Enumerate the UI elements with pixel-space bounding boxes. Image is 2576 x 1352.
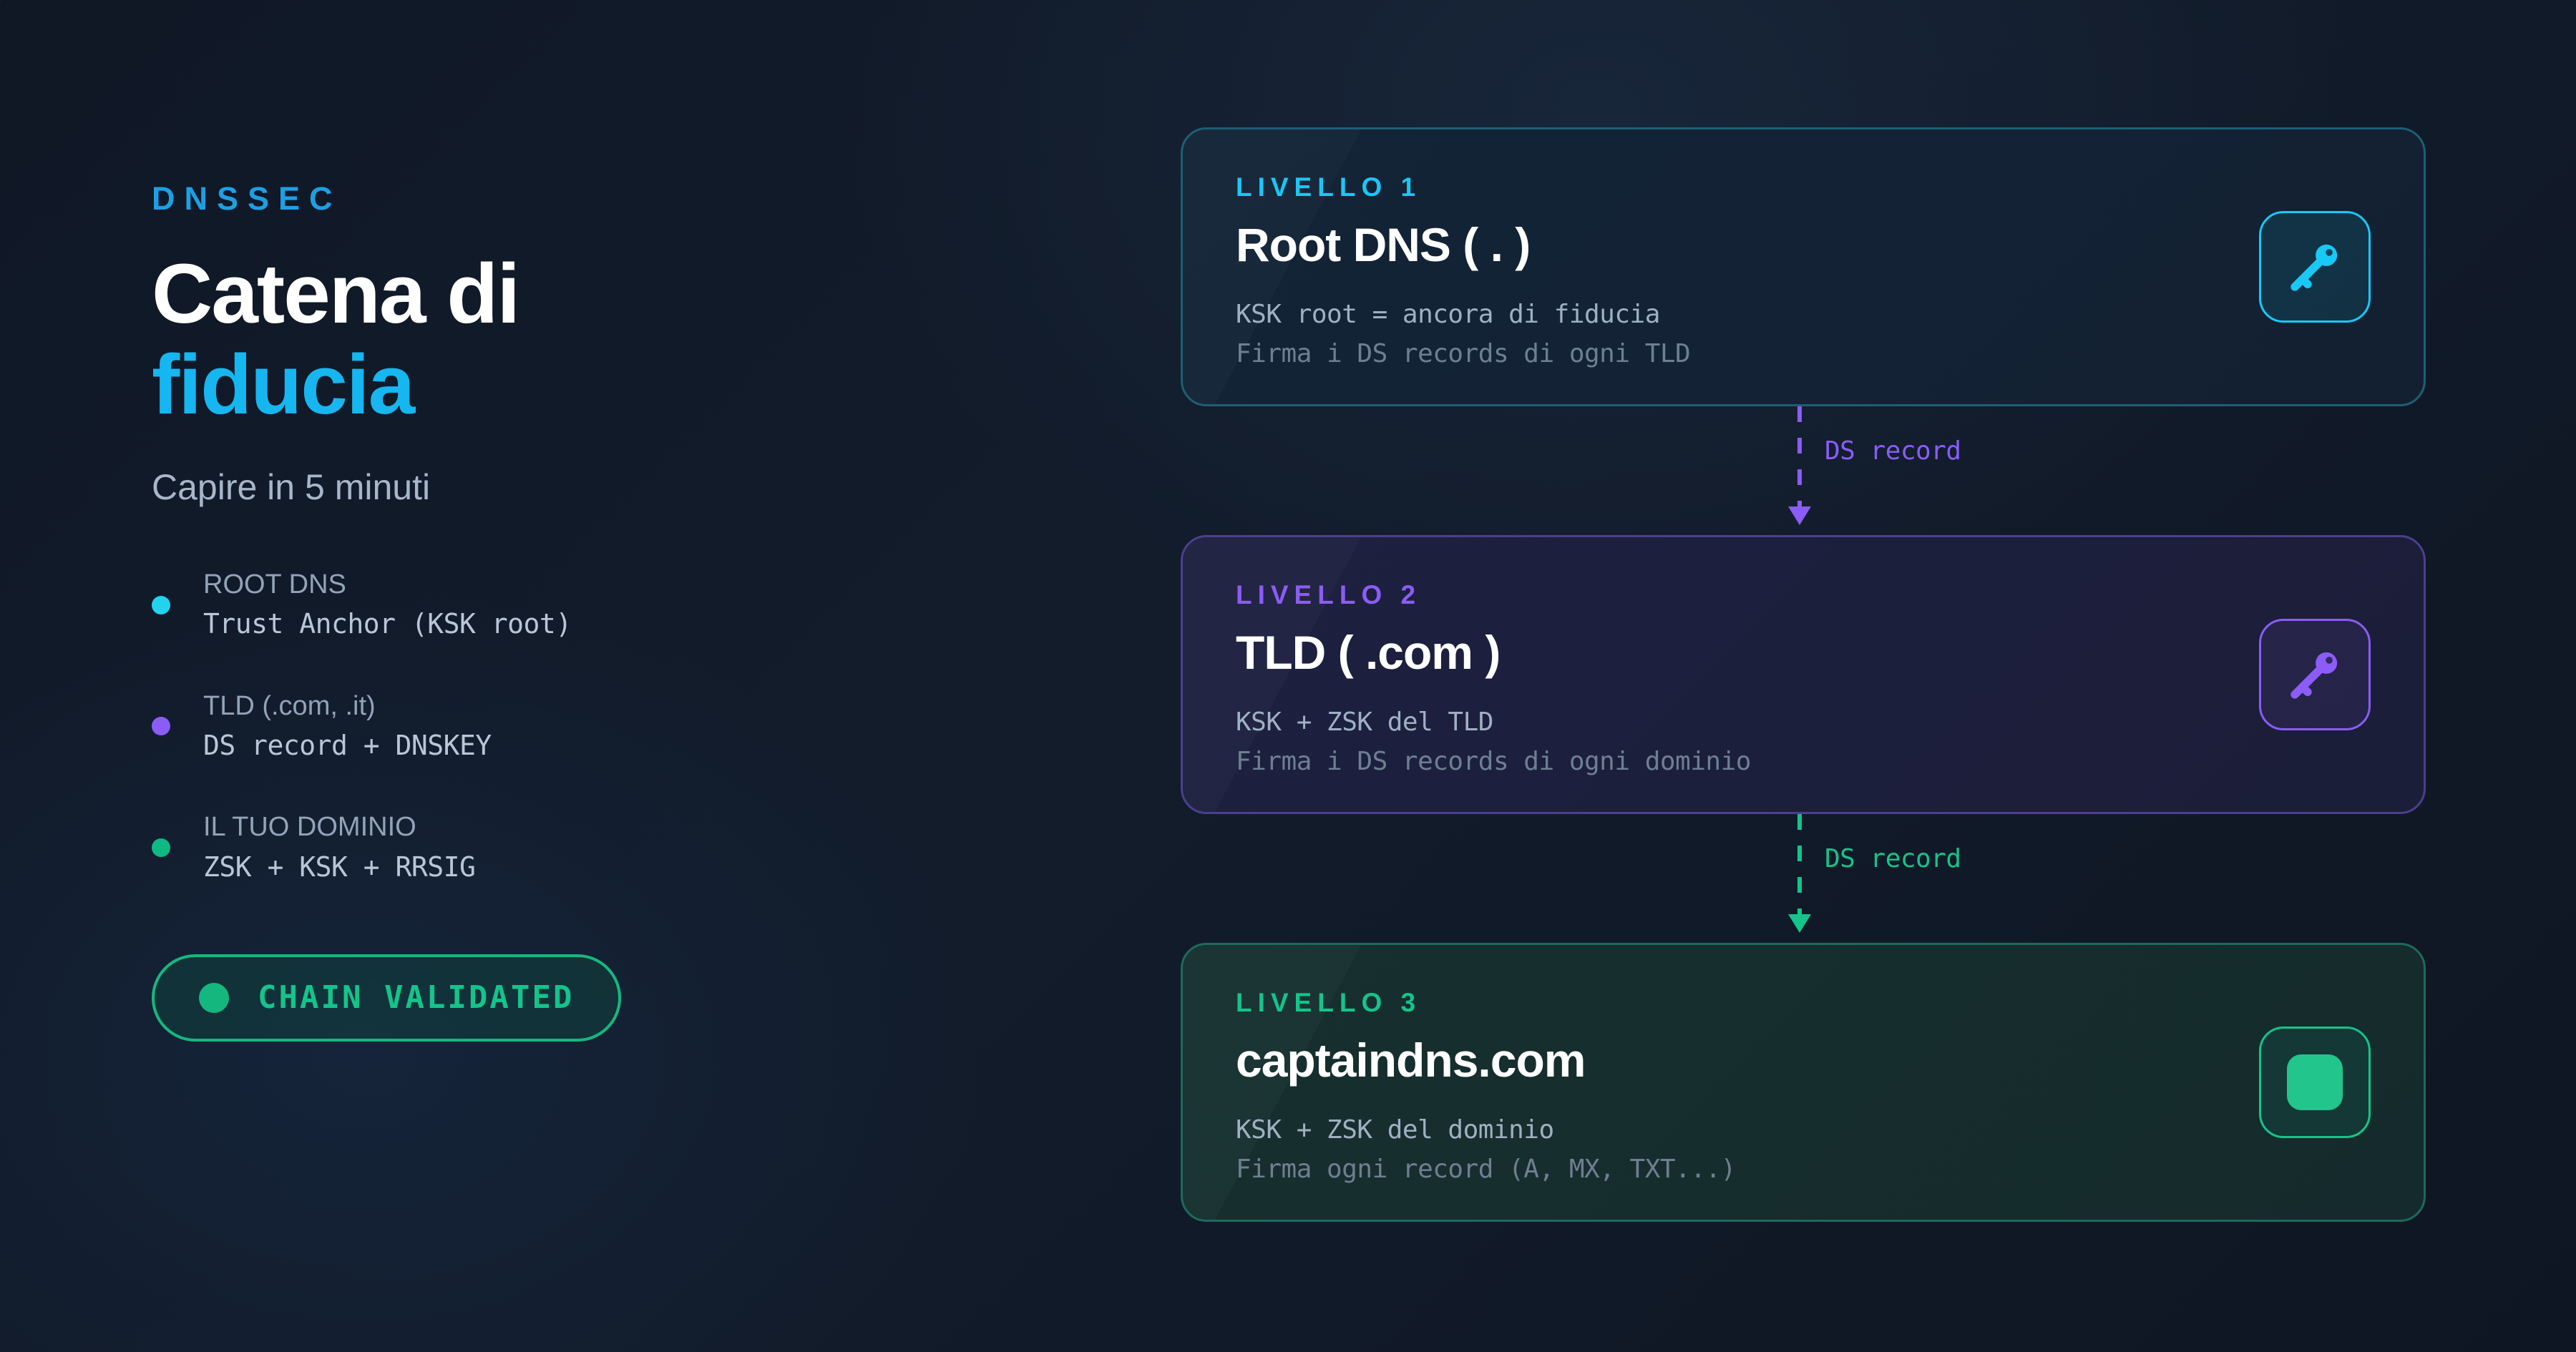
rounded-square-icon (2259, 1027, 2371, 1138)
chain-card-level-2[interactable]: LIVELLO 2 TLD ( .com ) KSK + ZSK del TLD… (1181, 535, 2426, 814)
legend-item-subtitle: ZSK + KSK + RRSIG (203, 851, 476, 883)
status-badge-label: CHAIN VALIDATED (258, 979, 575, 1017)
chain-card-level-3[interactable]: LIVELLO 3 captaindns.com KSK + ZSK del d… (1181, 943, 2426, 1222)
legend-item-subtitle: Trust Anchor (KSK root) (203, 608, 572, 640)
card-title: Root DNS ( . ) (1236, 218, 1531, 271)
connector-arrowhead-icon (1788, 506, 1811, 525)
page-title: Catena di fiducia (152, 247, 1046, 433)
card-level-label: LIVELLO 1 (1236, 172, 1422, 202)
legend-list: ROOT DNS Trust Anchor (KSK root) TLD (.c… (152, 567, 1046, 886)
card-detail-secondary: Firma i DS records di ogni dominio (1236, 747, 1751, 777)
rounded-square-glyph (2287, 1054, 2343, 1110)
eyebrow-label: DNSSEC (152, 180, 342, 217)
card-detail-secondary: Firma i DS records di ogni TLD (1236, 339, 1691, 369)
connector-label: DS record (1825, 436, 1961, 466)
legend-item-root-dns: ROOT DNS Trust Anchor (KSK root) (152, 567, 1046, 643)
legend-dot-icon (152, 838, 170, 858)
legend-item-subtitle: DS record + DNSKEY (203, 729, 492, 761)
connector-dashed-line (1797, 406, 1802, 508)
card-title: TLD ( .com ) (1236, 626, 1501, 679)
page-title-line-2: fiducia (152, 338, 415, 433)
key-icon (2259, 619, 2371, 730)
legend-dot-icon (152, 595, 170, 614)
key-icon (2259, 211, 2371, 323)
legend-dot-icon (152, 717, 170, 736)
card-detail-primary: KSK + ZSK del dominio (1236, 1115, 1554, 1145)
page-title-line-1: Catena di (152, 247, 520, 341)
hero-panel: DNSSEC Catena di fiducia Capire in 5 min… (152, 182, 1046, 1042)
legend-item-title: IL TUO DOMINIO (203, 812, 416, 843)
card-detail-primary: KSK + ZSK del TLD (1236, 707, 1493, 737)
legend-item-title: ROOT DNS (203, 569, 346, 599)
status-dot-icon (199, 982, 229, 1013)
card-detail-primary: KSK root = ancora di fiducia (1236, 299, 1660, 329)
card-detail-secondary: Firma ogni record (A, MX, TXT...) (1236, 1155, 1736, 1185)
legend-item-title: TLD (.com, .it) (203, 690, 376, 721)
card-title: captaindns.com (1236, 1034, 1586, 1087)
connector-dashed-line (1797, 814, 1802, 916)
legend-item-domain: IL TUO DOMINIO ZSK + KSK + RRSIG (152, 810, 1046, 886)
legend-item-tld: TLD (.com, .it) DS record + DNSKEY (152, 689, 1046, 765)
connector-arrowhead-icon (1788, 914, 1811, 933)
card-level-label: LIVELLO 3 (1236, 988, 1422, 1017)
status-badge[interactable]: CHAIN VALIDATED (152, 954, 622, 1042)
connector-label: DS record (1825, 844, 1961, 873)
page-subtitle: Capire in 5 minuti (152, 466, 431, 507)
card-level-label: LIVELLO 2 (1236, 580, 1422, 609)
chain-card-level-1[interactable]: LIVELLO 1 Root DNS ( . ) KSK root = anco… (1181, 127, 2426, 406)
